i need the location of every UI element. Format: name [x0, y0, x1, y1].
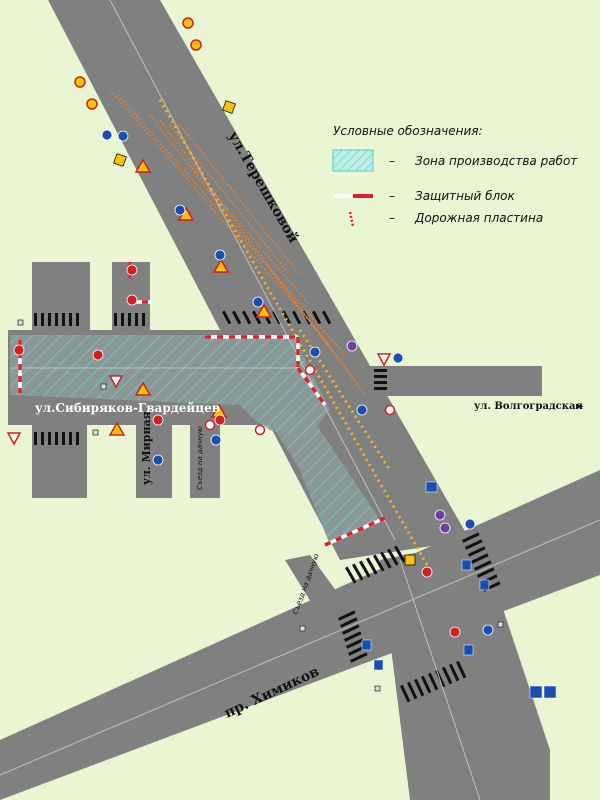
warning-triangle-icon	[212, 258, 230, 273]
protective-blocks	[18, 262, 386, 547]
legend-label-barrier: Защитный блок	[415, 189, 515, 203]
legend-dash: –	[389, 189, 395, 203]
legend-title: Условные обозначения:	[333, 124, 483, 138]
lane-direction-sign-icon	[361, 481, 557, 699]
road-volgogradskaya	[370, 366, 542, 396]
prohibition-sign-icon	[346, 340, 451, 534]
crosswalk-west-south	[34, 432, 79, 445]
street-label-dacha-exit-1: Съезд на дачную	[196, 426, 204, 490]
street-arrow-volgogradskaya: ►	[576, 401, 584, 412]
street-label-volgogradskaya: ул. Волгоградская	[474, 401, 583, 412]
main-road-sign-icon	[404, 554, 416, 566]
crosswalk-south-north	[345, 545, 406, 584]
crosswalk-west-north	[34, 313, 145, 326]
traffic-light-icon	[17, 319, 504, 692]
legend-label-plate: Дорожная пластина	[414, 211, 543, 225]
road-khimikov	[0, 470, 600, 800]
legend: Условные обозначения: – Зона производств…	[332, 124, 578, 227]
warning-triangle-icon	[255, 303, 273, 318]
street-label-mirnaya: ул. Мирная	[140, 411, 153, 485]
crosswalk-south	[400, 660, 467, 703]
road-plate-dotted	[158, 99, 432, 571]
legend-swatch-work-zone	[332, 149, 374, 172]
work-zone-west	[10, 335, 330, 440]
work-zone-south	[260, 405, 380, 545]
road-works-sign	[74, 76, 86, 88]
crosswalk-west-khimikov	[338, 610, 368, 663]
crosswalk-volgogradskaya	[374, 369, 387, 390]
legend-dash: –	[389, 211, 395, 225]
road-dacha-exit	[285, 555, 350, 625]
warning-triangle-icon	[134, 381, 152, 396]
signs	[6, 17, 557, 699]
road-west-north-1	[32, 262, 90, 332]
road-works-sign	[86, 98, 98, 110]
yield-sign-icon	[6, 353, 392, 446]
speed-limit-sign-icon	[204, 364, 396, 436]
road-tereshkovoy	[48, 0, 470, 560]
road-plates	[109, 89, 366, 396]
direction-sign-icon	[101, 129, 494, 636]
legend-dash: –	[389, 154, 395, 168]
legend-label-work-zone: Зона производства работ	[415, 154, 578, 168]
no-entry-sign-icon	[13, 264, 461, 638]
warning-triangle-icon	[108, 421, 126, 436]
road-exit-west	[190, 423, 220, 498]
road-works-sign	[182, 17, 194, 29]
work-zone	[10, 335, 380, 545]
street-label-sibiryakov: ул.Сибиряков-Гвардейцев	[35, 401, 220, 415]
crosswalk-east	[462, 532, 501, 592]
road-works-sign	[190, 39, 202, 51]
main-road-sign-icon	[222, 100, 236, 114]
main-road-sign-icon	[113, 153, 127, 167]
warning-triangle-icon	[134, 158, 152, 173]
